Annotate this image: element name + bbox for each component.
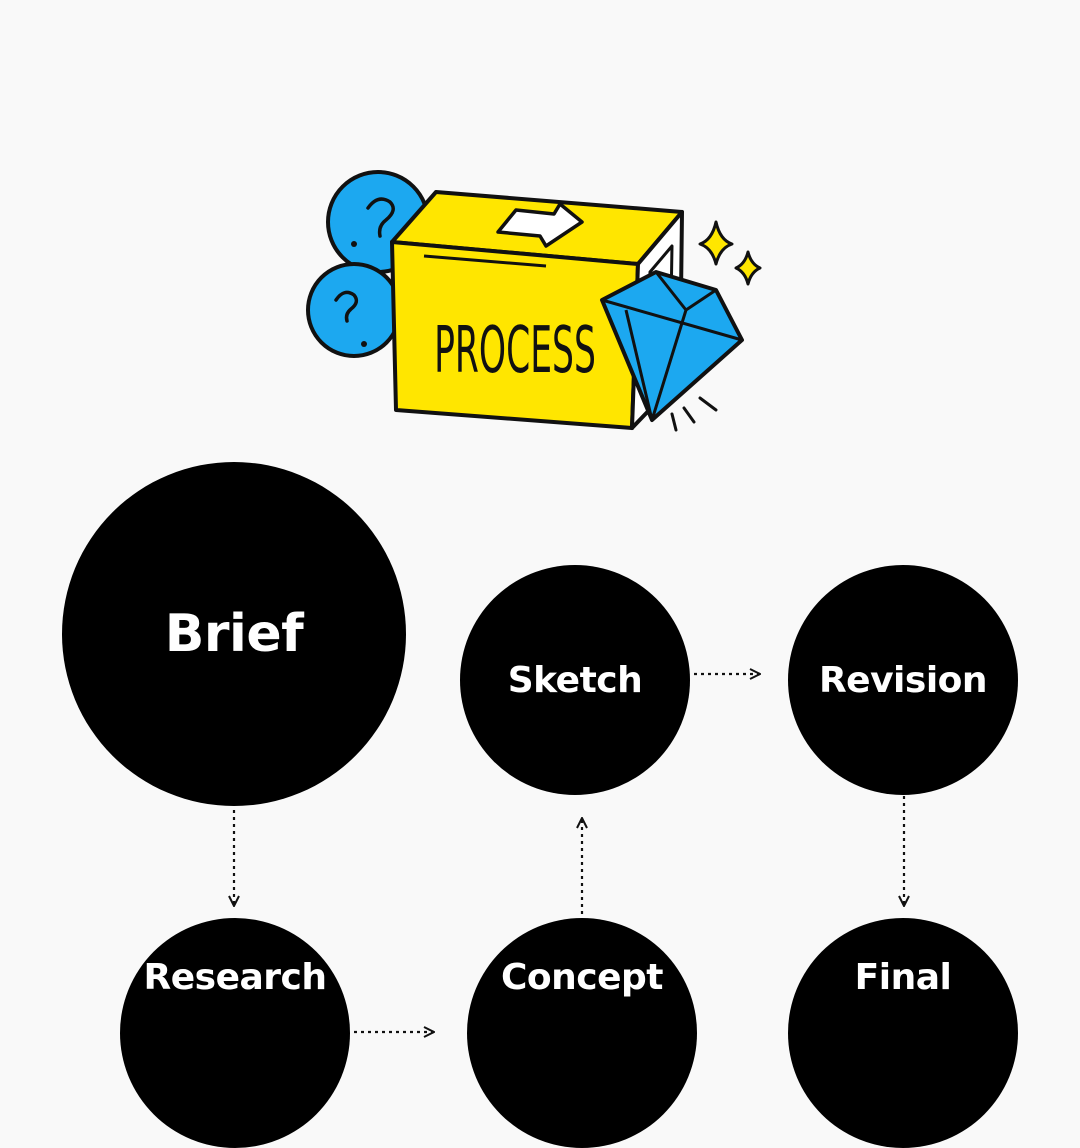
node-final: Final <box>788 918 1018 1148</box>
node-brief-label: Brief <box>164 604 304 664</box>
diamond-icon <box>600 270 744 432</box>
node-sketch: Sketch <box>460 565 690 795</box>
node-research: Research <box>120 918 350 1148</box>
node-concept-label: Concept <box>500 956 664 998</box>
node-sketch-label: Sketch <box>507 659 643 701</box>
node-final-label: Final <box>854 956 952 998</box>
process-illustration: PROCESS <box>306 170 762 432</box>
node-concept: Concept <box>467 918 697 1148</box>
node-research-label: Research <box>143 956 328 998</box>
node-revision: Revision <box>788 565 1018 795</box>
process-label: PROCESS <box>434 314 596 388</box>
sparkle-icon <box>698 220 762 286</box>
node-revision-label: Revision <box>818 659 988 701</box>
node-brief: Brief <box>62 462 406 806</box>
flow-arrows <box>0 0 1080 1080</box>
